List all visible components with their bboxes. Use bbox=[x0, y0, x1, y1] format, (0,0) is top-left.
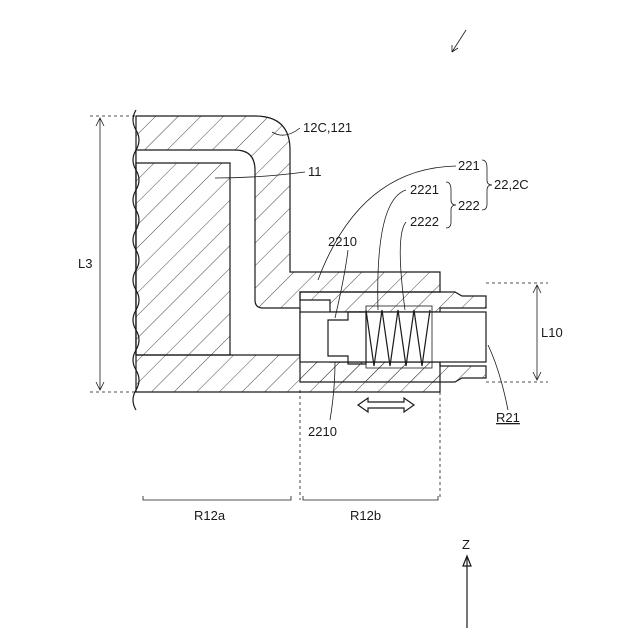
axis-z-label: Z bbox=[462, 537, 470, 552]
label-housing: 12C,121 bbox=[303, 120, 352, 135]
region-r12b-bracket bbox=[303, 496, 438, 500]
sleeve-221-top bbox=[300, 292, 486, 312]
region-r21-leader bbox=[488, 345, 508, 410]
figure-id-arrow bbox=[452, 30, 466, 52]
region-r12a-bracket bbox=[143, 496, 291, 500]
label-221: 221 bbox=[458, 158, 480, 173]
label-2210-top: 2210 bbox=[328, 234, 357, 249]
figure-id-arrowhead bbox=[452, 45, 458, 52]
region-r21-label: R21 bbox=[496, 410, 520, 425]
region-r12b-label: R12b bbox=[350, 508, 381, 523]
body-11 bbox=[136, 163, 230, 355]
dim-l3-label: L3 bbox=[78, 256, 92, 271]
label-2210-bottom: 2210 bbox=[308, 424, 337, 439]
bracket-222 bbox=[446, 182, 456, 228]
motion-double-arrow bbox=[358, 398, 414, 412]
region-r12a-label: R12a bbox=[194, 508, 226, 523]
bracket-group bbox=[482, 160, 492, 210]
dim-l10-label: L10 bbox=[541, 325, 563, 340]
label-body: 11 bbox=[308, 164, 322, 179]
label-group: 22,2C bbox=[494, 177, 529, 192]
label-2222: 2222 bbox=[410, 214, 439, 229]
label-2221: 2221 bbox=[410, 182, 439, 197]
label-222: 222 bbox=[458, 198, 480, 213]
